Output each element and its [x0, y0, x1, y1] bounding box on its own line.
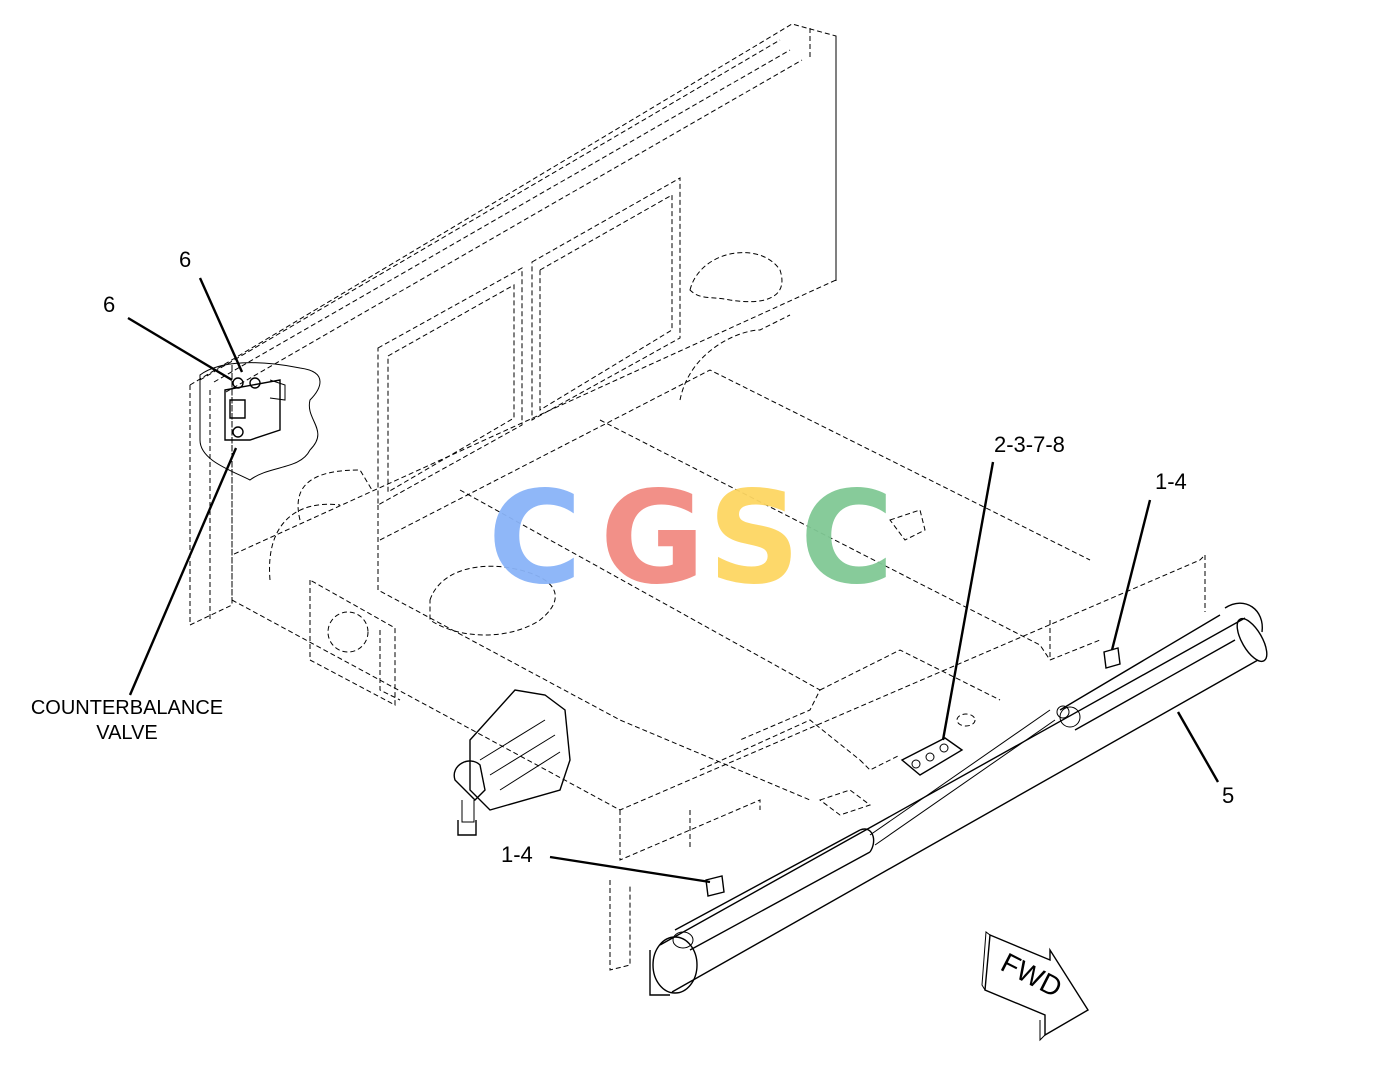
- callout-1-4-right: 1-4: [1155, 469, 1187, 494]
- hitch-coupler: [453, 689, 571, 836]
- leader-lines: [127, 277, 1220, 884]
- callout-6-left: 6: [103, 292, 115, 317]
- watermark-letter-g: G: [600, 464, 705, 613]
- watermark-letter-s: S: [708, 464, 800, 613]
- callout-counterbalance-line2: VALVE: [96, 722, 158, 744]
- rear-frame-panel: [189, 23, 837, 626]
- fwd-label: FWD: [996, 947, 1067, 1004]
- callout-1-4-left: 1-4: [501, 842, 533, 867]
- callout-labels: 6 6 COUNTERBALANCE VALVE 2-3-7-8 1-4 5 1…: [31, 247, 1234, 867]
- callout-5: 5: [1222, 783, 1234, 808]
- watermark-logo: C G S C: [488, 464, 894, 613]
- cylinder-assembly: [649, 602, 1268, 996]
- callout-counterbalance-line1: COUNTERBALANCE: [31, 697, 223, 719]
- callout-6-top: 6: [179, 247, 191, 272]
- watermark-letter-c2: C: [800, 464, 894, 613]
- counterbalance-valve: [199, 362, 321, 481]
- callout-2-3-7-8: 2-3-7-8: [994, 432, 1065, 457]
- watermark-letter-c1: C: [488, 464, 582, 613]
- deck-platform: [231, 369, 1206, 971]
- fwd-arrow: FWD: [981, 931, 1089, 1042]
